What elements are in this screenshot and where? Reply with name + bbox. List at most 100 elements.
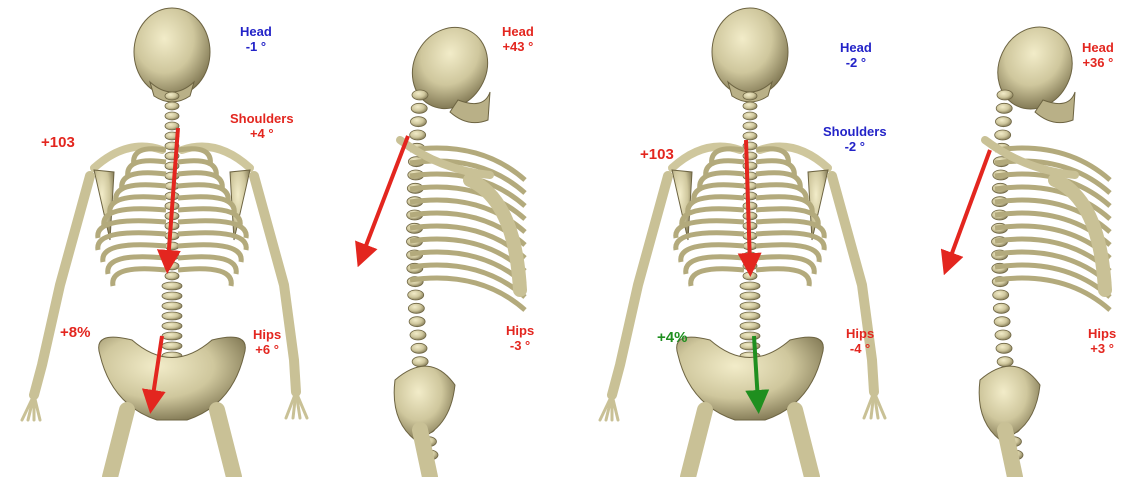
femur <box>1005 430 1015 477</box>
panel3-hips-value: -4 ° <box>846 341 874 356</box>
panel3-percent-value: +4% <box>657 330 687 345</box>
skull <box>134 8 210 96</box>
vertebra <box>162 292 182 300</box>
panel3-angle-value: +103 <box>640 147 674 162</box>
vertebra <box>996 103 1012 113</box>
vertebra <box>408 290 424 300</box>
panel2-head-label: Head +43 ° <box>502 24 534 54</box>
skull <box>712 8 788 96</box>
femur-left <box>688 410 705 477</box>
vertebra <box>743 92 757 100</box>
vertebra <box>743 102 757 110</box>
panel1-hips-label: Hips +6 ° <box>253 327 281 357</box>
panel2-hips-title: Hips <box>506 323 534 338</box>
panel1-percent: +8% <box>60 325 90 340</box>
vertebra <box>162 312 182 320</box>
skeleton-panel-2 <box>394 14 525 477</box>
panel4-head-label: Head +36 ° <box>1082 40 1114 70</box>
panel4-hips-title: Hips <box>1088 326 1116 341</box>
panel2-head-title: Head <box>502 24 534 39</box>
vertebra <box>412 357 428 367</box>
panel3-shoulders-value: -2 ° <box>823 139 887 154</box>
panel3-shoulders-title: Shoulders <box>823 124 887 139</box>
skeleton-panel-1 <box>22 8 307 477</box>
panel1-shoulders-title: Shoulders <box>230 111 294 126</box>
panel1-head-label: Head -1 ° <box>240 24 272 54</box>
vertebra <box>410 330 426 340</box>
panel3-hips-title: Hips <box>846 326 874 341</box>
vertebra <box>997 90 1013 100</box>
panel3-percent: +4% <box>657 330 687 345</box>
panel2-hips-value: -3 ° <box>506 338 534 353</box>
rib <box>113 269 166 286</box>
skeleton-panel-3 <box>600 8 885 477</box>
vertebra <box>993 303 1009 313</box>
vertebra <box>995 330 1011 340</box>
panel3-head-label: Head -2 ° <box>840 40 872 70</box>
vertebra <box>410 130 426 140</box>
vertebra <box>162 322 182 330</box>
panel1-percent-value: +8% <box>60 325 90 340</box>
panel1-hips-value: +6 ° <box>253 342 281 357</box>
panel3-head-title: Head <box>840 40 872 55</box>
panel3-head-value: -2 ° <box>840 55 872 70</box>
panel3-hips-label: Hips -4 ° <box>846 326 874 356</box>
vertebra <box>412 90 428 100</box>
femur <box>420 430 430 477</box>
panel1-head-value: -1 ° <box>240 39 272 54</box>
vertebra <box>995 117 1011 127</box>
panel4-head-title: Head <box>1082 40 1114 55</box>
panel3-shoulders-label: Shoulders -2 ° <box>823 124 887 154</box>
vertebra <box>743 132 757 140</box>
panel1-angle: +103 <box>41 135 75 150</box>
vertebra <box>997 357 1013 367</box>
vertebra <box>743 122 757 130</box>
arm-right <box>832 176 874 392</box>
panel1-shoulders-value: +4 ° <box>230 126 294 141</box>
vertebra <box>162 342 182 350</box>
panel2-hips-label: Hips -3 ° <box>506 323 534 353</box>
vertebra <box>743 112 757 120</box>
arm-left <box>34 176 90 395</box>
panel1-shoulders-label: Shoulders +4 ° <box>230 111 294 141</box>
panel2-head-value: +43 ° <box>502 39 534 54</box>
skeleton-panel-4 <box>979 15 1110 477</box>
panel4-head-value: +36 ° <box>1082 55 1114 70</box>
vertebra <box>165 102 179 110</box>
vertebra <box>409 317 425 327</box>
vertebra <box>993 290 1009 300</box>
vertebra <box>165 172 179 180</box>
vertebra <box>162 282 182 290</box>
vertebra <box>165 92 179 100</box>
vertebra <box>740 342 760 350</box>
vertebra <box>740 312 760 320</box>
vertebra <box>162 302 182 310</box>
rib <box>691 269 744 286</box>
vertebra <box>743 192 757 200</box>
femur-right <box>217 410 234 477</box>
vertebra <box>996 343 1012 353</box>
panel4-hips-label: Hips +3 ° <box>1088 326 1116 356</box>
vertebra <box>162 332 182 340</box>
vertebra <box>411 103 427 113</box>
panel3-angle: +103 <box>640 147 674 162</box>
rib <box>178 269 231 286</box>
vertebra <box>740 322 760 330</box>
rib <box>756 269 809 286</box>
vertebra <box>165 112 179 120</box>
vertebra <box>165 262 179 270</box>
vertebra <box>995 130 1011 140</box>
arm-right <box>254 176 296 392</box>
panel4-arrow <box>948 150 990 264</box>
vertebra <box>165 272 179 280</box>
vertebra <box>740 292 760 300</box>
panel2-arrow <box>362 136 408 256</box>
panel1-head-title: Head <box>240 24 272 39</box>
vertebra <box>740 332 760 340</box>
vertebra <box>410 117 426 127</box>
vertebra <box>411 343 427 353</box>
panel4-hips-value: +3 ° <box>1088 341 1116 356</box>
vertebra <box>740 302 760 310</box>
femur-right <box>795 410 812 477</box>
panel1-angle-value: +103 <box>41 135 75 150</box>
